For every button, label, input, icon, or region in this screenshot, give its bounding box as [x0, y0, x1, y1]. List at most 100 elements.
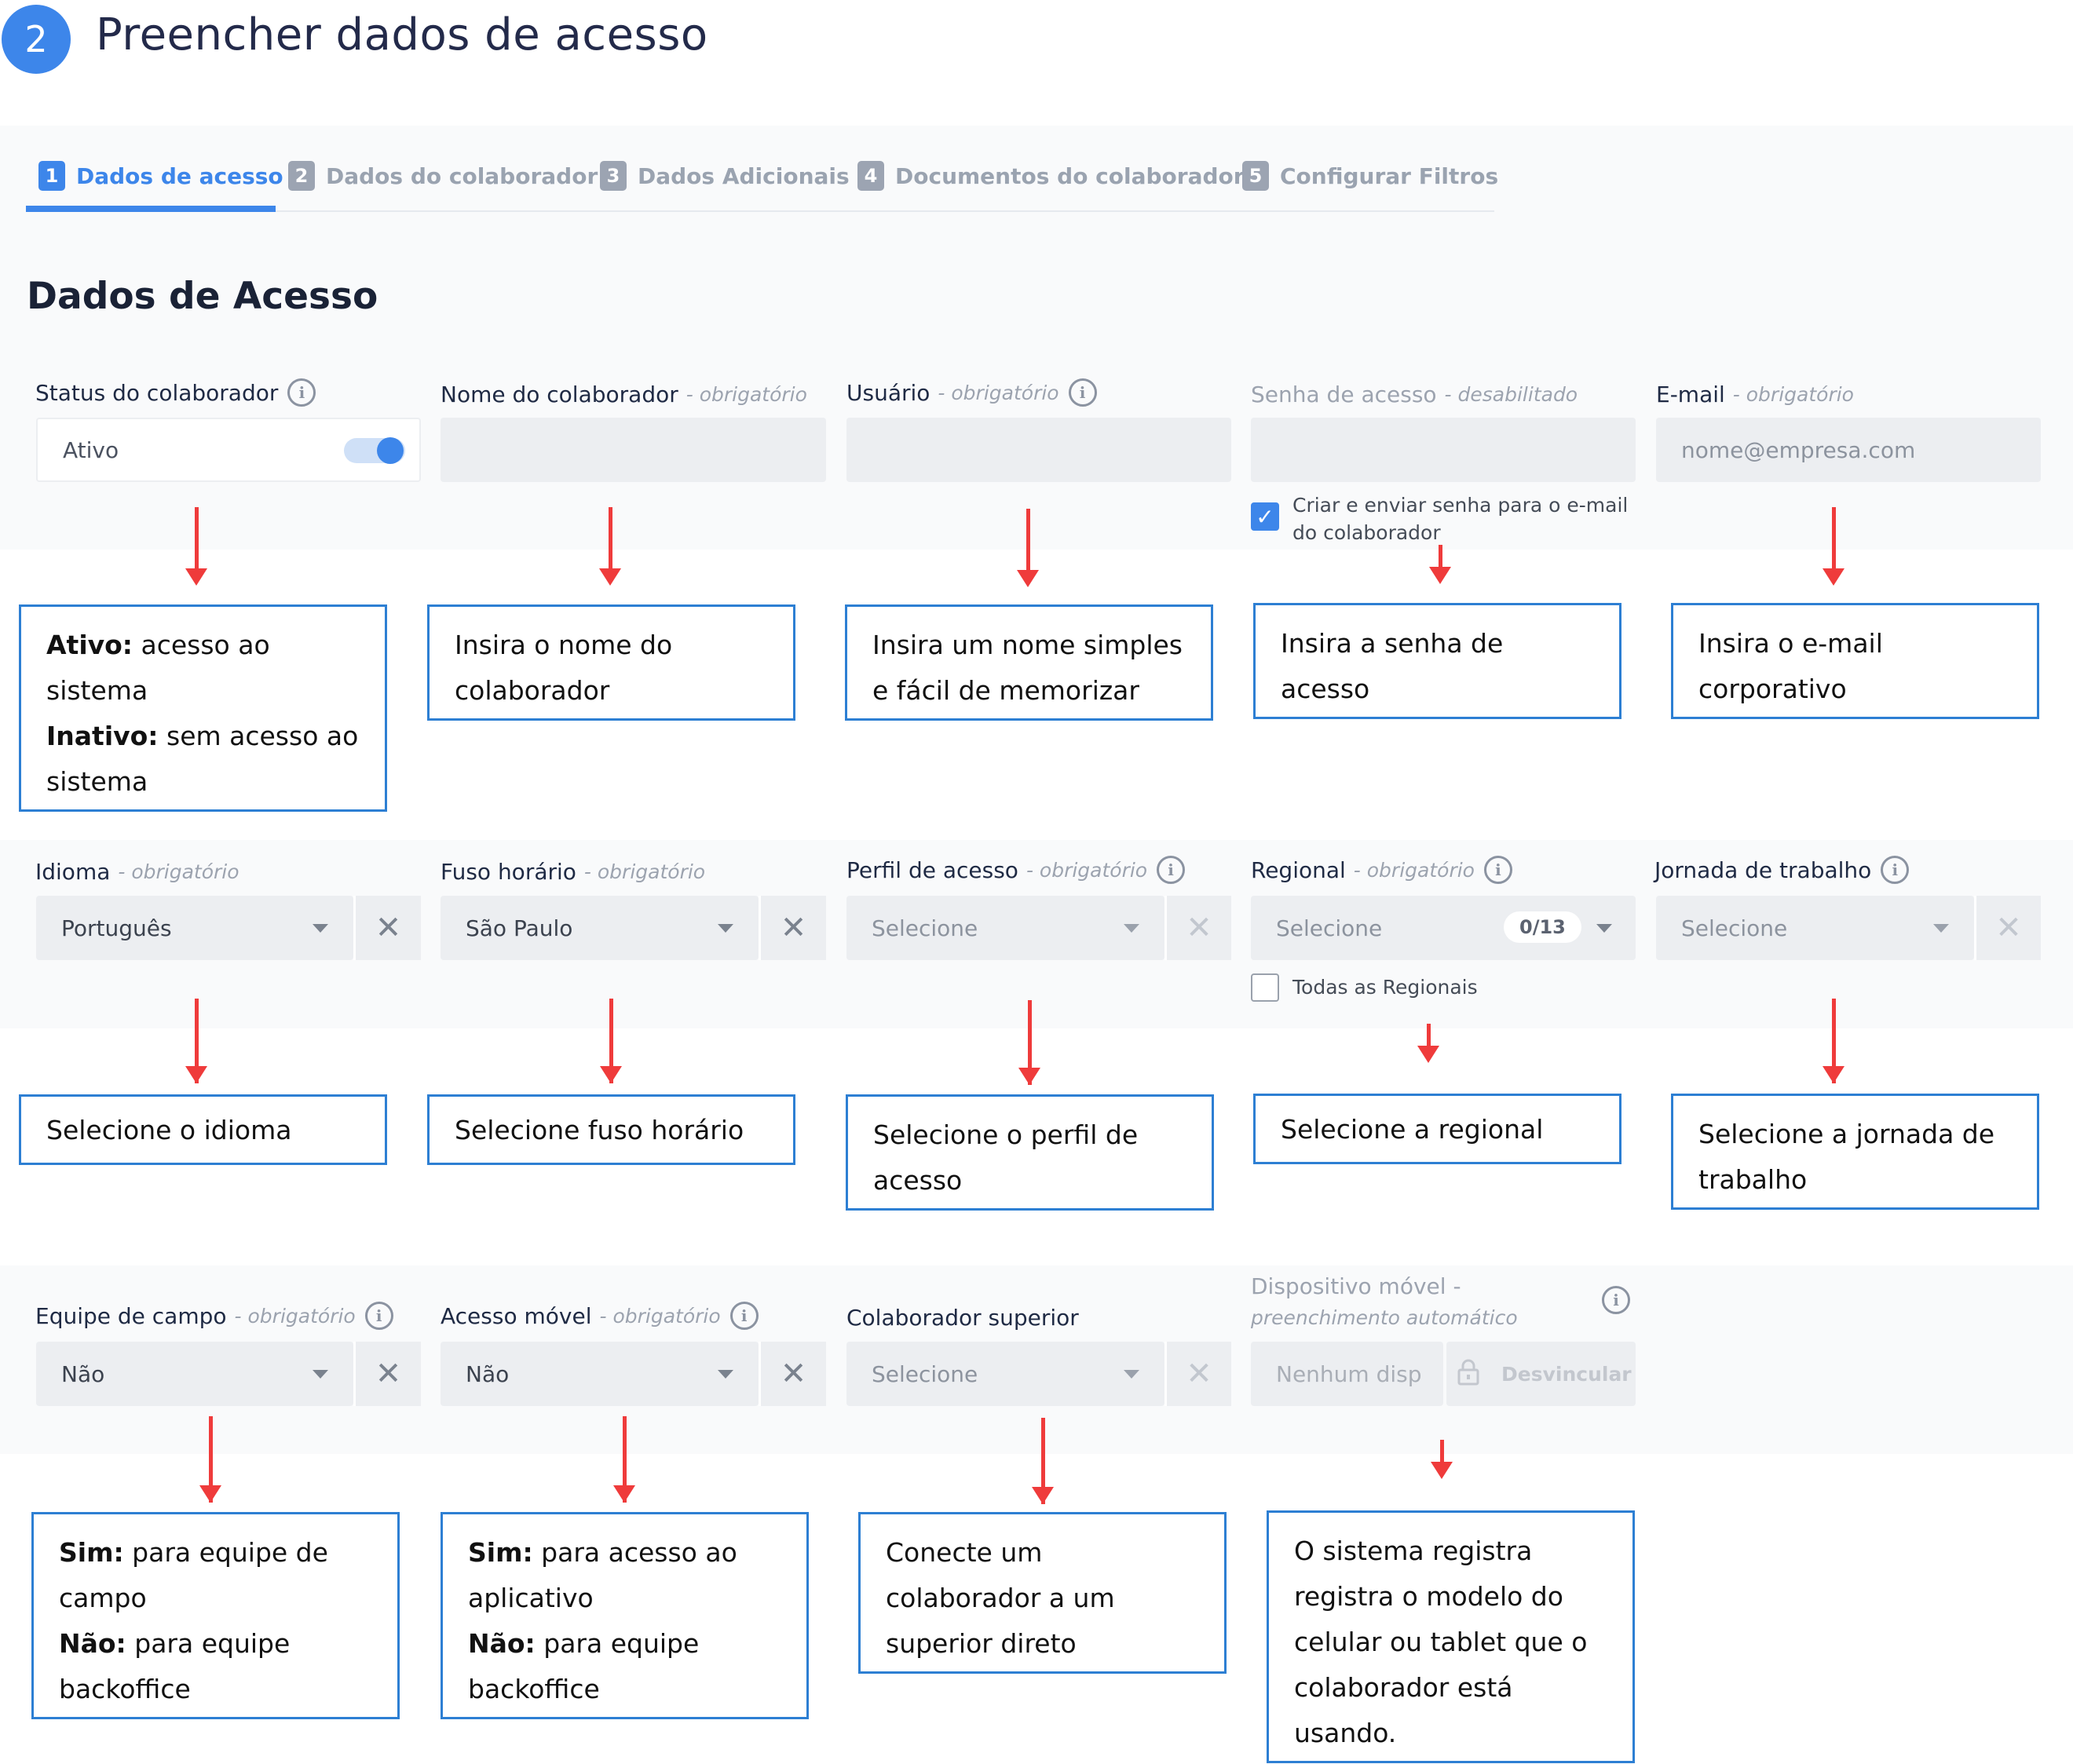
regional-select[interactable]: Selecione 0/13 [1251, 896, 1636, 960]
tab-number: 2 [288, 161, 315, 191]
chevron-down-icon [718, 1370, 733, 1379]
arrow [1041, 1418, 1045, 1504]
superior-label: Colaborador superior [846, 1305, 1079, 1331]
info-icon[interactable]: i [1483, 856, 1512, 884]
chevron-down-icon [1124, 924, 1139, 933]
arrow-head [1417, 1046, 1439, 1063]
arrow-head [1032, 1487, 1054, 1504]
status-label: Status do colaborador i [35, 378, 316, 407]
usuario-input[interactable] [846, 418, 1231, 482]
check-icon: ✓ [1256, 503, 1274, 530]
perfil-label: Perfil de acesso- obrigatório i [846, 856, 1186, 884]
email-placeholder: nome@empresa.com [1681, 436, 1916, 463]
jornada-label: Jornada de trabalho i [1654, 856, 1910, 884]
chevron-down-icon [1124, 1370, 1139, 1379]
lock-icon [1457, 1359, 1479, 1386]
callout-dispositivo: O sistema registra registra o modelo do … [1267, 1510, 1635, 1763]
tab-documentos-do-colaborador[interactable]: 4 Documentos do colaborador [857, 157, 1245, 195]
equipe-select[interactable]: Não [36, 1342, 353, 1406]
callout-nome: Insira o nome do colaborador [427, 604, 795, 721]
tab-number: 1 [38, 161, 65, 191]
section-title: Dados de Acesso [27, 275, 378, 318]
idioma-select[interactable]: Português [36, 896, 353, 960]
desvincular-button: Desvincular [1446, 1342, 1636, 1406]
tab-number: 3 [600, 161, 627, 191]
tab-configurar-filtros[interactable]: 5 Configurar Filtros [1242, 157, 1498, 195]
status-field[interactable]: Ativo [36, 418, 421, 482]
chevron-down-icon [313, 1370, 328, 1379]
info-icon[interactable]: i [1602, 1286, 1630, 1314]
arrow-head [600, 1066, 622, 1083]
step-number-badge: 2 [2, 5, 71, 74]
criar-senha-checkbox[interactable]: ✓ [1251, 502, 1279, 531]
arrow-head [185, 1066, 207, 1083]
callout-usuario: Insira um nome simples e fácil de memori… [845, 604, 1213, 721]
arrow [1439, 545, 1442, 568]
arrow [209, 1416, 213, 1503]
tab-label: Dados do colaborador [326, 163, 598, 189]
callout-movel: Sim: para acesso ao aplicativo Não: para… [441, 1512, 809, 1719]
senha-input [1251, 418, 1636, 482]
info-icon[interactable]: i [287, 378, 316, 407]
tab-dados-do-colaborador[interactable]: 2 Dados do colaborador [288, 157, 598, 195]
fuso-select[interactable]: São Paulo [441, 896, 759, 960]
arrow-head [599, 568, 621, 586]
info-icon[interactable]: i [364, 1302, 393, 1330]
jornada-select[interactable]: Selecione [1656, 896, 1974, 960]
close-icon[interactable]: ✕ [759, 1342, 826, 1406]
arrow [1028, 1000, 1032, 1085]
nome-input[interactable] [441, 418, 826, 482]
movel-select[interactable]: Não [441, 1342, 759, 1406]
tab-label: Dados de acesso [76, 163, 283, 189]
equipe-label: Equipe de campo- obrigatório i [35, 1302, 393, 1330]
callout-equipe: Sim: para equipe de campo Não: para equi… [31, 1512, 400, 1719]
arrow [1026, 509, 1030, 572]
close-icon[interactable]: ✕ [353, 896, 421, 960]
callout-fuso: Selecione fuso horário [427, 1094, 795, 1165]
tab-dados-de-acesso[interactable]: 1 Dados de acesso [38, 157, 283, 195]
regional-count-badge: 0/13 [1504, 911, 1581, 943]
info-icon[interactable]: i [1157, 856, 1186, 884]
tab-divider [26, 210, 1494, 212]
tab-number: 4 [857, 161, 884, 191]
tab-label: Configurar Filtros [1280, 163, 1499, 189]
chevron-down-icon [313, 924, 328, 933]
info-icon[interactable]: i [1068, 378, 1097, 407]
callout-regional: Selecione a regional [1253, 1094, 1621, 1164]
close-icon: ✕ [1164, 896, 1231, 960]
perfil-select[interactable]: Selecione [846, 896, 1164, 960]
todas-regionais-checkbox[interactable] [1251, 973, 1279, 1002]
arrow-head [185, 568, 207, 586]
arrow [1427, 1024, 1431, 1047]
tab-label: Documentos do colaborador [895, 163, 1245, 189]
chevron-down-icon [1933, 924, 1949, 933]
fuso-label: Fuso horário- obrigatório [441, 859, 706, 885]
criar-senha-label: Criar e enviar senha para o e-mail do co… [1292, 494, 1629, 544]
info-icon[interactable]: i [1881, 856, 1910, 884]
status-toggle[interactable] [344, 437, 405, 464]
nome-label: Nome do colaborador- obrigatório [441, 382, 807, 407]
page-heading: Preencher dados de acesso [96, 9, 708, 60]
regional-label: Regional- obrigatório i [1251, 856, 1512, 884]
arrow [609, 507, 612, 570]
close-icon: ✕ [1974, 896, 2041, 960]
callout-email: Insira o e-mail corporativo [1671, 603, 2039, 719]
status-value: Ativo [63, 436, 119, 463]
arrow [1440, 1440, 1444, 1463]
chevron-down-icon [718, 924, 733, 933]
arrow-head [1018, 1068, 1040, 1085]
close-icon[interactable]: ✕ [353, 1342, 421, 1406]
close-icon[interactable]: ✕ [759, 896, 826, 960]
tab-dados-adicionais[interactable]: 3 Dados Adicionais [600, 157, 850, 195]
dispositivo-tag: preenchimento automático [1251, 1306, 1518, 1329]
superior-select[interactable]: Selecione [846, 1342, 1164, 1406]
active-tab-indicator [26, 206, 276, 212]
arrow [1832, 507, 1836, 570]
info-icon[interactable]: i [729, 1302, 759, 1330]
callout-senha: Insira a senha de acesso [1253, 603, 1621, 719]
arrow-head [1017, 570, 1039, 587]
close-icon: ✕ [1164, 1342, 1231, 1406]
email-input[interactable]: nome@empresa.com [1656, 418, 2041, 482]
dispositivo-label: Dispositivo móvel - [1251, 1273, 1461, 1299]
callout-perfil: Selecione o perfil de acesso [846, 1094, 1214, 1211]
